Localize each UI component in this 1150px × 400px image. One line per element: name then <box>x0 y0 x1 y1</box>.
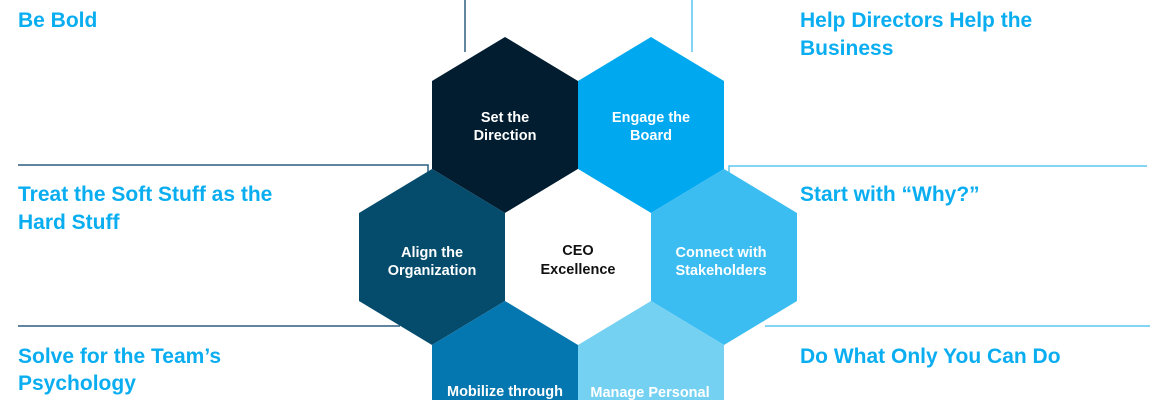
principle-only-you: Do What Only You Can Do <box>800 345 1061 368</box>
connector-line-mid-right <box>728 165 1147 178</box>
label-manage-personal: Manage Personal <box>590 385 709 400</box>
principle-team-psychology: Solve for the Team’s Psychology <box>18 345 222 395</box>
principle-help-directors: Help Directors Help the Business <box>800 9 1033 60</box>
hex-connect-stakeholders[interactable] <box>651 169 797 345</box>
principle-soft-stuff: Treat the Soft Stuff as the Hard Stuff <box>18 183 273 234</box>
hex-ceo-excellence[interactable] <box>505 169 651 345</box>
principle-start-with-why: Start with “Why?” <box>800 183 980 206</box>
principle-be-bold: Be Bold <box>18 9 98 32</box>
hex-set-direction[interactable] <box>432 37 578 213</box>
hex-mobilize[interactable] <box>432 301 578 400</box>
hex-engage-board[interactable] <box>578 37 724 213</box>
hex-align-organization[interactable] <box>359 169 505 345</box>
label-mobilize: Mobilize through <box>447 384 563 400</box>
connector-line-mid-left <box>18 164 429 175</box>
hex-manage-personal[interactable] <box>578 301 724 400</box>
